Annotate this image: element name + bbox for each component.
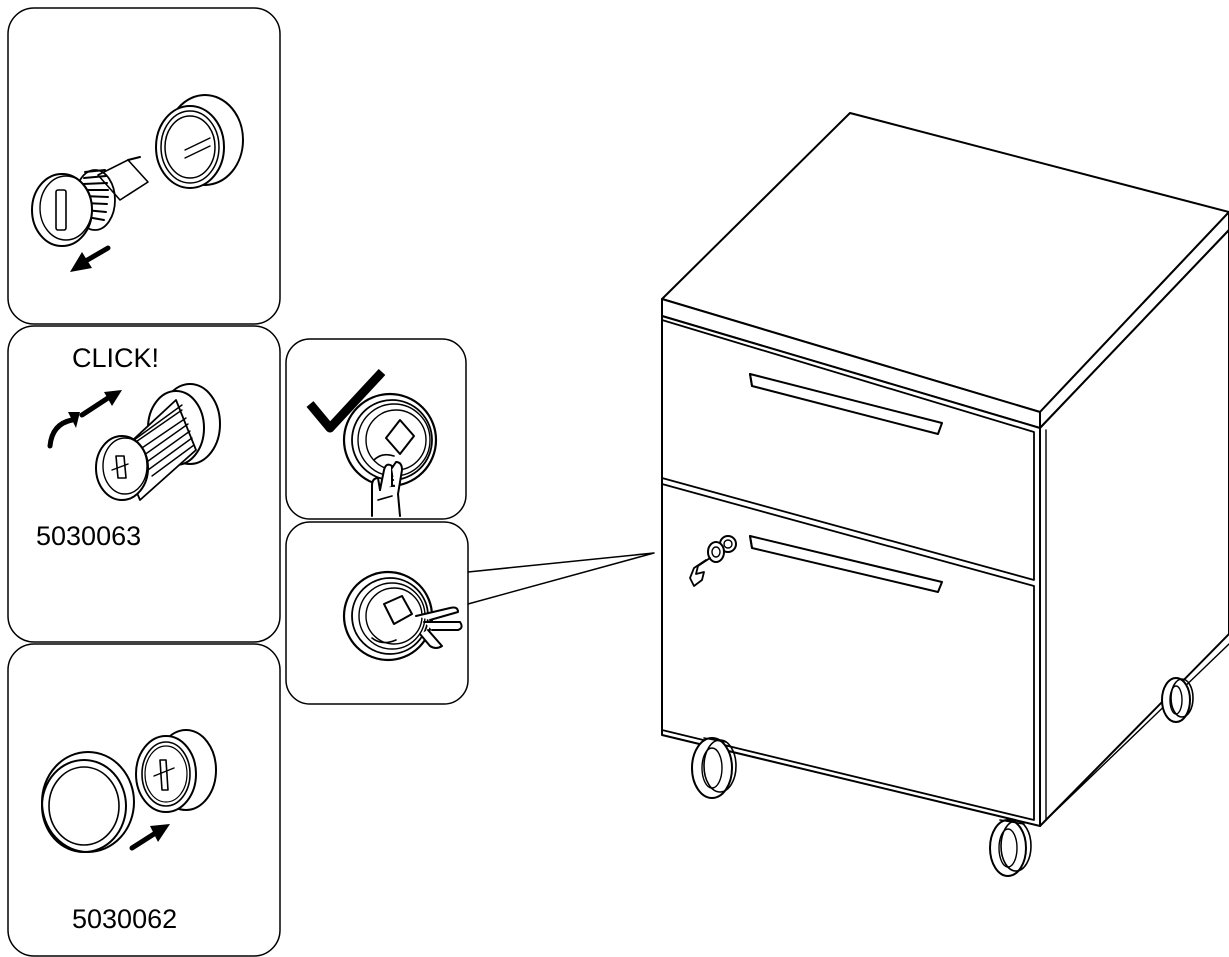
checkmark-icon <box>306 368 386 433</box>
arrow-icon <box>70 245 111 272</box>
caster-front-left <box>691 737 737 799</box>
drawer-cabinet <box>661 112 1229 877</box>
caster-front-right <box>989 819 1032 877</box>
part-number-lock-ring: 5030062 <box>72 904 178 934</box>
hand-icon <box>415 606 463 649</box>
lock-ring-housing <box>155 94 244 189</box>
key-icon <box>689 535 737 587</box>
top-drawer <box>661 319 1035 581</box>
panel-locked-check <box>285 338 467 520</box>
arrow-icon <box>129 824 170 851</box>
hand-icon <box>371 461 403 517</box>
caster-back-right <box>1161 677 1194 723</box>
lock-tongue <box>97 156 149 201</box>
panel-insert-core <box>7 325 281 643</box>
click-label: CLICK! <box>72 343 160 373</box>
panel-remove-core <box>7 7 281 325</box>
lock-head <box>135 729 217 813</box>
lock-core-cylinder <box>95 399 197 501</box>
panel-lock-ring <box>7 643 281 957</box>
arrow-icon <box>79 390 122 418</box>
bottom-drawer <box>661 483 1035 821</box>
panel-turn-key <box>285 521 655 705</box>
curved-arrow-icon <box>47 412 80 449</box>
callout-line <box>467 552 655 605</box>
part-number-lock-core: 5030063 <box>36 521 142 551</box>
lock-ring-5030062 <box>41 751 135 853</box>
lock-core-removed <box>31 169 116 247</box>
